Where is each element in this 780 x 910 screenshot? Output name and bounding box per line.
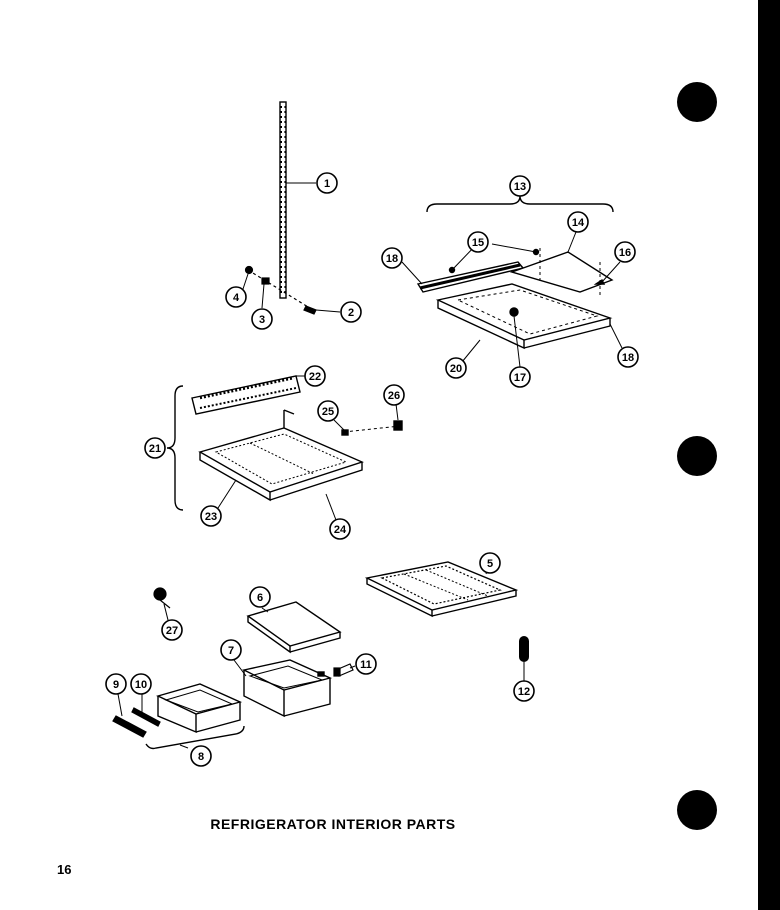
callout-15: 15 <box>467 231 489 253</box>
crisper-pan-large <box>241 659 333 718</box>
svg-text:13: 13 <box>514 181 526 193</box>
middle-shelf-assembly <box>166 375 403 511</box>
callout-7: 7 <box>220 639 242 661</box>
svg-text:8: 8 <box>198 751 204 763</box>
callout-18-right: 18 <box>617 346 639 368</box>
fastener-11 <box>333 663 354 677</box>
wire-shelf-part <box>364 561 519 618</box>
callout-16: 16 <box>614 241 636 263</box>
svg-text:10: 10 <box>135 679 147 691</box>
callout-3: 3 <box>251 308 273 330</box>
callout-6: 6 <box>249 586 271 608</box>
svg-text:9: 9 <box>113 679 119 691</box>
svg-text:20: 20 <box>450 363 462 375</box>
callout-2: 2 <box>340 301 362 323</box>
svg-text:1: 1 <box>324 178 330 190</box>
punch-hole-bottom <box>677 790 717 830</box>
svg-text:12: 12 <box>518 686 530 698</box>
shelf-track-part <box>279 101 287 299</box>
callout-18-left: 18 <box>381 247 403 269</box>
svg-text:7: 7 <box>228 645 234 657</box>
svg-text:17: 17 <box>514 372 526 384</box>
upper-shelf-assembly <box>416 195 614 350</box>
callout-11: 11 <box>355 653 377 675</box>
svg-text:21: 21 <box>149 443 161 455</box>
callout-23: 23 <box>200 505 222 527</box>
svg-text:3: 3 <box>259 314 265 326</box>
callout-22: 22 <box>304 365 326 387</box>
callout-27: 27 <box>161 619 183 641</box>
callout-24: 24 <box>329 518 351 540</box>
callout-14: 14 <box>567 211 589 233</box>
page-number: 16 <box>57 862 72 877</box>
callout-10: 10 <box>130 673 152 695</box>
svg-text:6: 6 <box>257 592 263 604</box>
callout-26: 26 <box>383 384 405 406</box>
svg-text:5: 5 <box>487 558 493 570</box>
crisper-pan-small <box>145 683 245 750</box>
callout-17: 17 <box>509 366 531 388</box>
callout-20: 20 <box>445 357 467 379</box>
callout-5: 5 <box>479 552 501 574</box>
svg-text:25: 25 <box>322 406 334 418</box>
svg-text:22: 22 <box>309 371 321 383</box>
svg-text:11: 11 <box>360 659 372 671</box>
callout-21: 21 <box>144 437 166 459</box>
track-hardware <box>244 265 317 315</box>
svg-text:16: 16 <box>619 247 631 259</box>
svg-text:26: 26 <box>388 390 400 402</box>
diagram-caption: REFRIGERATOR INTERIOR PARTS <box>210 816 456 832</box>
svg-text:14: 14 <box>572 217 585 229</box>
svg-text:27: 27 <box>166 625 178 637</box>
plug-12 <box>519 636 529 676</box>
svg-text:24: 24 <box>334 524 347 536</box>
crisper-cover-part <box>246 601 342 654</box>
callout-25: 25 <box>317 400 339 422</box>
svg-text:18: 18 <box>386 253 398 265</box>
svg-text:18: 18 <box>622 352 634 364</box>
callout-4: 4 <box>225 286 247 308</box>
knob-27 <box>153 587 171 609</box>
svg-text:15: 15 <box>472 237 484 249</box>
callout-1: 1 <box>316 172 338 194</box>
callout-13: 13 <box>509 175 531 197</box>
drawer-rails <box>112 707 161 738</box>
svg-text:2: 2 <box>348 307 354 319</box>
binding-edge <box>758 0 780 910</box>
callout-12: 12 <box>513 680 535 702</box>
punch-hole-middle <box>677 436 717 476</box>
svg-text:23: 23 <box>205 511 217 523</box>
callout-8: 8 <box>190 745 212 767</box>
callout-9: 9 <box>105 673 127 695</box>
leader-lines <box>117 182 623 749</box>
punch-hole-top <box>677 82 717 122</box>
svg-text:4: 4 <box>233 292 240 304</box>
